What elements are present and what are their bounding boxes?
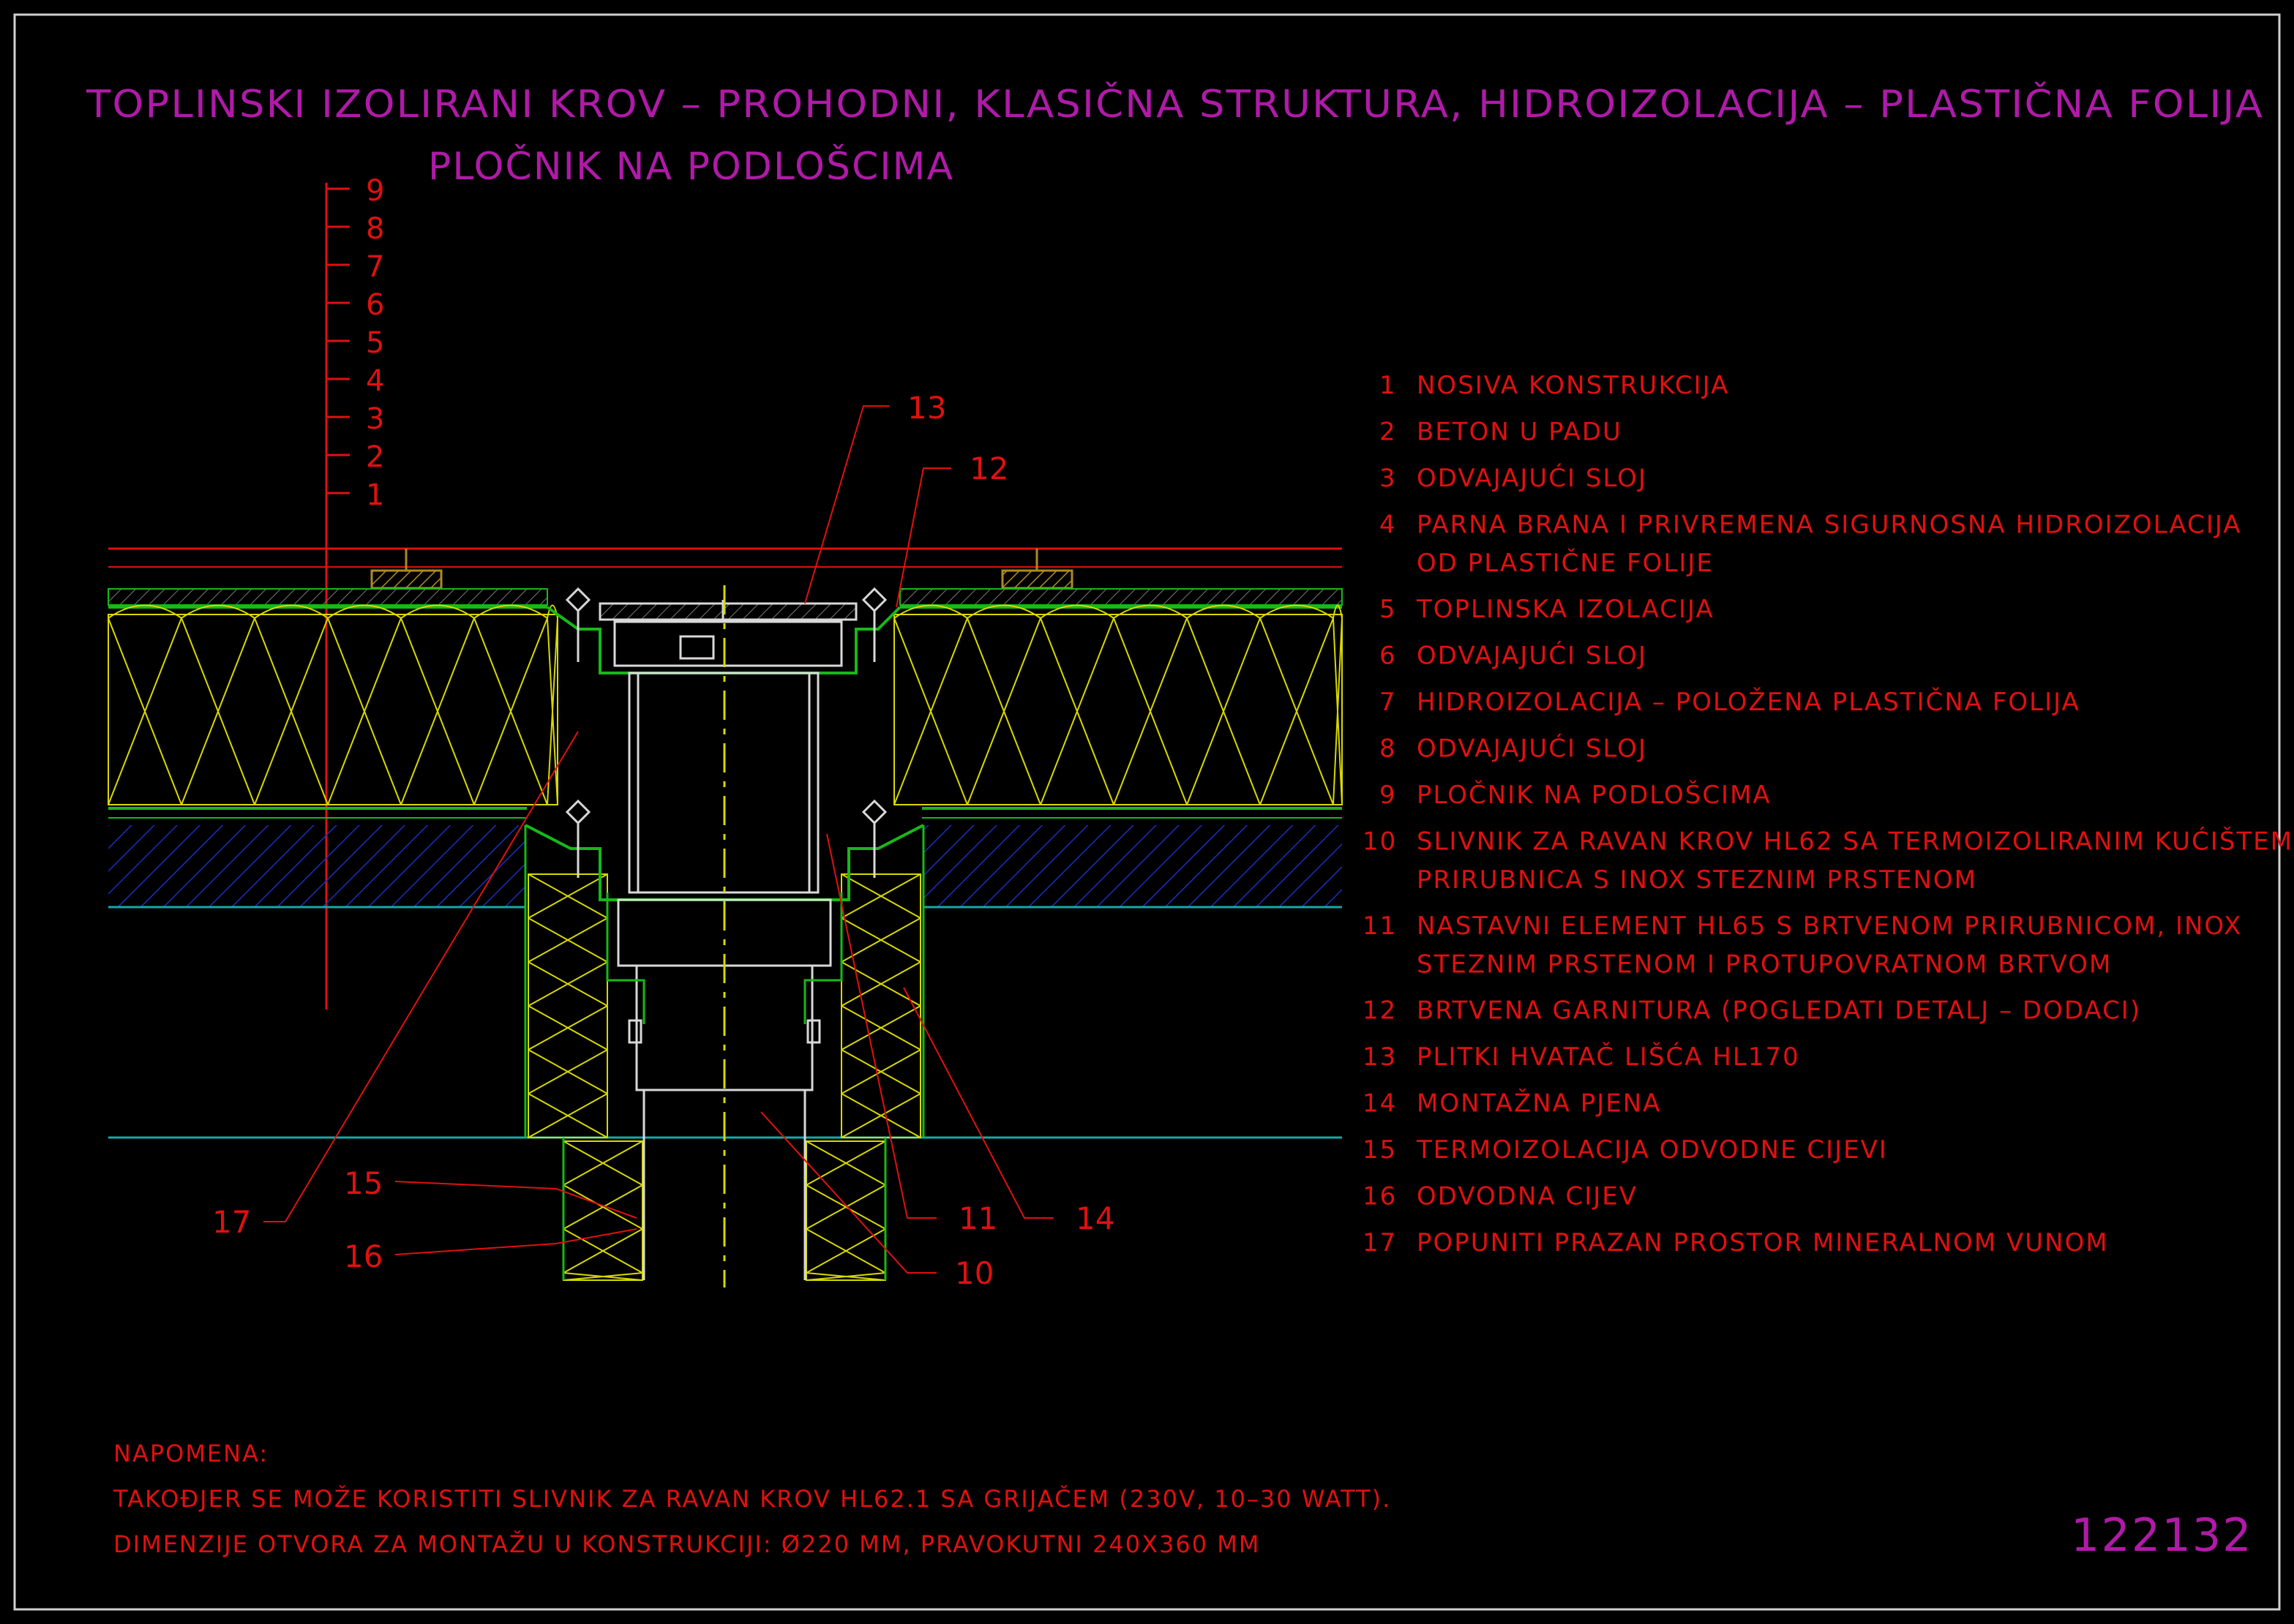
scale-number: 5 — [366, 326, 384, 360]
legend-number: 8 — [1379, 734, 1397, 764]
legend-number: 2 — [1379, 418, 1397, 447]
legend-number: 6 — [1379, 642, 1397, 671]
legend-text: BRTVENA GARNITURA (POGLEDATI DETALJ – DO… — [1417, 996, 2141, 1026]
callout-12: 12 — [970, 451, 1008, 486]
legend-text: SLIVNIK ZA RAVAN KROV HL62 SA TERMOIZOLI… — [1417, 827, 2294, 857]
callout-13: 13 — [907, 390, 946, 426]
notes: NAPOMENA: TAKOĐJER SE MOŽE KORISTITI SLI… — [113, 1440, 1391, 1558]
legend-text: NASTAVNI ELEMENT HL65 S BRTVENOM PRIRUBN… — [1417, 911, 2242, 941]
insulation-right — [893, 604, 1343, 805]
legend-number: 5 — [1379, 595, 1397, 624]
clamp-bolts — [565, 587, 888, 878]
paver-support-right — [1001, 569, 1073, 590]
legend-text: ODVODNA CIJEV — [1417, 1182, 1638, 1211]
scale-number: 4 — [366, 364, 384, 398]
legend-text: STEZNIM PRSTENOM I PROTUPOVRATNOM BRTVOM — [1417, 950, 2112, 980]
legend-text: PRIRUBNICA S INOX STEZNIM PRSTENOM — [1417, 865, 1977, 895]
legend-number: 11 — [1362, 911, 1397, 941]
title-line-2: PLOČNIK NA PODLOŠCIMA — [428, 143, 954, 189]
notes-line-2: DIMENZIJE OTVORA ZA MONTAŽU U KONSTRUKCI… — [113, 1530, 1260, 1558]
legend-text: HIDROIZOLACIJA – POLOŽENA PLASTIČNA FOLI… — [1417, 687, 2080, 717]
legend-number: 16 — [1362, 1182, 1397, 1211]
legend-number: 9 — [1379, 781, 1397, 810]
callout-10: 10 — [955, 1255, 994, 1291]
legend-number: 7 — [1379, 688, 1397, 717]
legend-number: 14 — [1362, 1089, 1397, 1119]
legend-number: 10 — [1362, 827, 1397, 857]
scale-number: 1 — [366, 478, 384, 512]
legend-text: MONTAŽNA PJENA — [1417, 1089, 1661, 1119]
legend-text: ODVAJAJUĆI SLOJ — [1417, 463, 1647, 493]
legend-number: 3 — [1379, 464, 1397, 493]
notes-line-1: TAKOĐJER SE MOŽE KORISTITI SLIVNIK ZA RA… — [113, 1484, 1391, 1513]
scale-number: 2 — [366, 440, 384, 474]
mounting-foam — [528, 873, 921, 1281]
legend-text: NOSIVA KONSTRUKCIJA — [1417, 371, 1729, 400]
notes-heading: NAPOMENA: — [113, 1440, 269, 1467]
legend-number: 17 — [1362, 1228, 1397, 1258]
scale-number: 8 — [366, 212, 384, 246]
scale-number: 9 — [366, 174, 384, 208]
callout-14: 14 — [1076, 1200, 1114, 1236]
legend-text: TOPLINSKA IZOLACIJA — [1416, 595, 1714, 624]
legend-number: 15 — [1362, 1135, 1397, 1165]
legend-number: 13 — [1362, 1042, 1397, 1072]
legend-text: OD PLASTIČNE FOLIJE — [1417, 548, 1714, 578]
insulation-left — [108, 604, 558, 805]
scale-number: 7 — [366, 250, 384, 284]
legend-number: 1 — [1379, 371, 1397, 400]
title-line-1: TOPLINSKI IZOLIRANI KROV – PROHODNI, KLA… — [86, 81, 2264, 127]
legend-text: PLITKI HVATAČ LIŠĆA HL170 — [1417, 1042, 1800, 1072]
scale-number: 6 — [366, 288, 384, 322]
callout-11: 11 — [959, 1200, 997, 1236]
legend-text: PLOČNIK NA PODLOŠCIMA — [1417, 780, 1772, 810]
scale-number: 3 — [366, 402, 384, 436]
callout-16: 16 — [344, 1238, 383, 1274]
callout-leaders — [263, 405, 1054, 1274]
drawing-number: 122132 — [2071, 1508, 2253, 1562]
legend-number: 12 — [1362, 996, 1397, 1026]
drawing-frame — [13, 13, 2281, 1611]
legend-text: BETON U PADU — [1417, 418, 1622, 447]
callout-17: 17 — [212, 1204, 251, 1240]
roof-drain-body — [525, 600, 924, 1280]
sloped-concrete-right — [923, 825, 1342, 907]
sloped-concrete-left — [108, 825, 525, 907]
callout-15: 15 — [344, 1165, 383, 1201]
legend-text: ODVAJAJUĆI SLOJ — [1417, 734, 1647, 764]
top-membrane-right — [899, 588, 1343, 606]
paver-support-left — [370, 569, 443, 590]
legend-text: PARNA BRANA I PRIVREMENA SIGURNOSNA HIDR… — [1417, 511, 2242, 540]
roof-section-drawing: 13 12 17 15 16 11 10 14 — [108, 390, 1343, 1291]
legend-text: ODVAJAJUĆI SLOJ — [1417, 641, 1647, 671]
legend-text: TERMOIZOLACIJA ODVODNE CIJEVI — [1416, 1135, 1888, 1165]
legend-text: POPUNITI PRAZAN PROSTOR MINERALNOM VUNOM — [1417, 1228, 2109, 1258]
legend-number: 4 — [1379, 511, 1397, 540]
top-membrane-left — [108, 588, 548, 606]
